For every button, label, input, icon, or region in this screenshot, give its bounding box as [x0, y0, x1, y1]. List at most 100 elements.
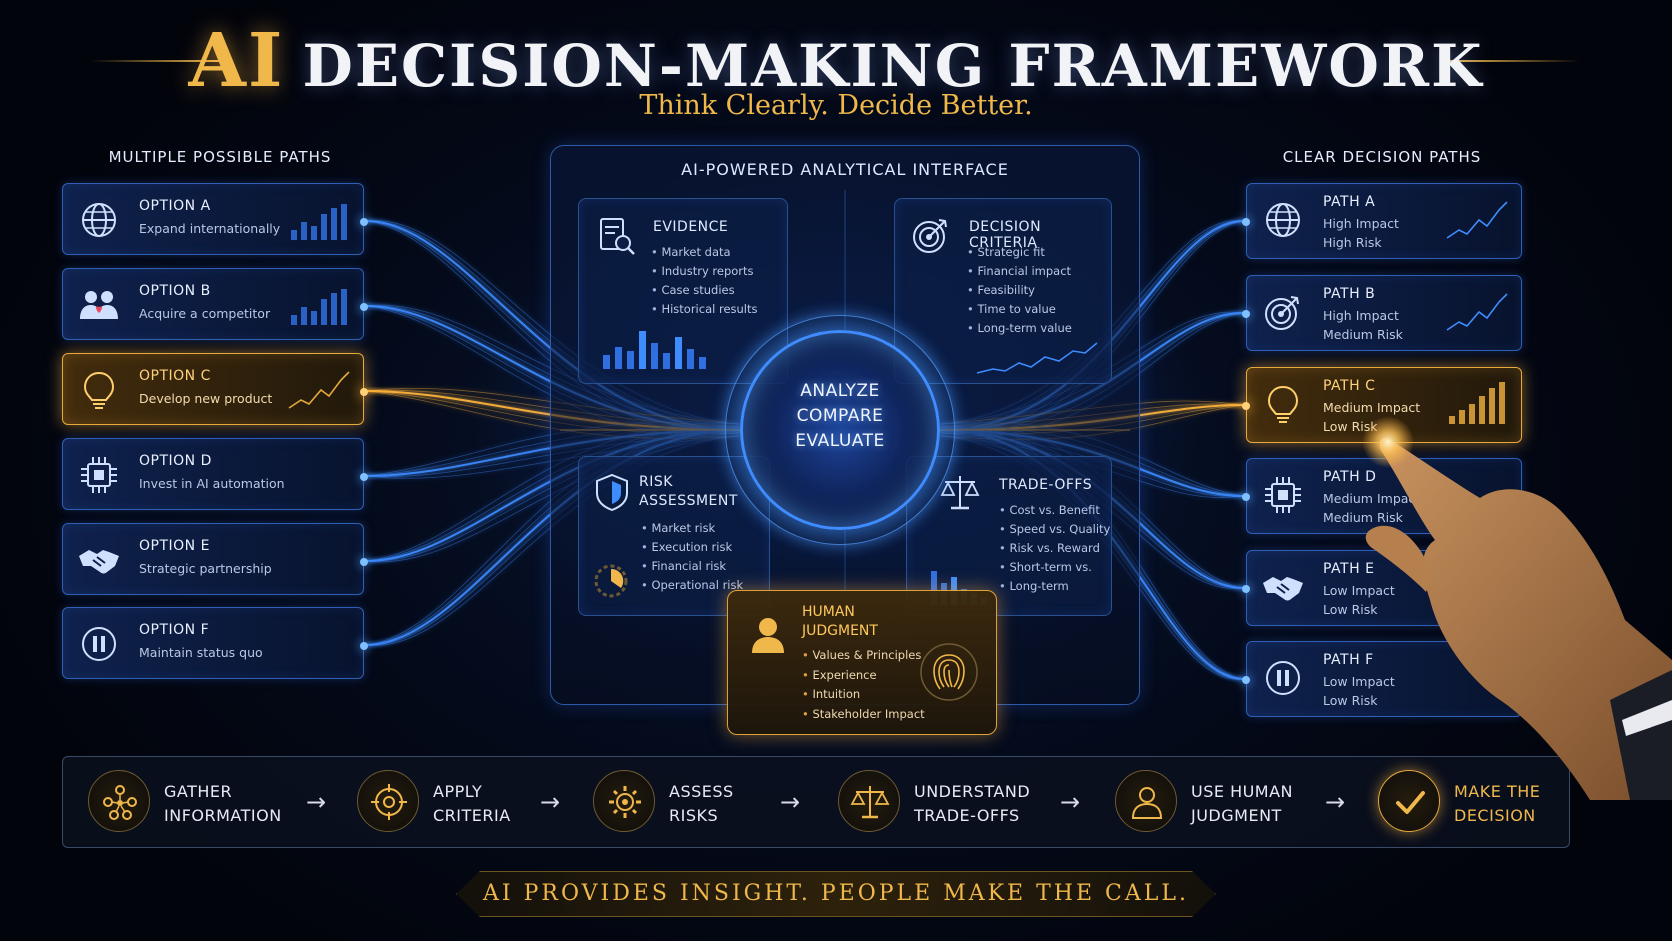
- network-icon: [103, 785, 137, 820]
- title-accent: AI: [188, 18, 285, 104]
- process-step: ASSESS RISKS: [593, 770, 813, 834]
- criteria-list: Strategic fit Financial impact Feasibili…: [967, 243, 1072, 338]
- human-item: Intuition: [802, 685, 925, 705]
- fingerprint-icon: [920, 643, 978, 701]
- option-title: OPTION E: [139, 538, 210, 554]
- human-item: Values & Principles: [802, 646, 925, 666]
- option-description: Develop new product: [139, 391, 273, 406]
- path-title: PATH E: [1323, 561, 1375, 577]
- hub-label: ANALYZE COMPARE EVALUATE: [740, 379, 940, 454]
- criteria-item: Time to value: [967, 300, 1072, 319]
- connector-dot: [1242, 218, 1250, 226]
- criteria-line-graphic: [976, 342, 1098, 374]
- connector-dot: [1242, 676, 1250, 684]
- human-judgment-panel: HUMAN JUDGMENT Values & Principles Exper…: [727, 590, 997, 735]
- risk-heading-line1: RISK: [639, 474, 673, 490]
- tradeoffs-item: Cost vs. Benefit: [999, 501, 1110, 520]
- evidence-item: Case studies: [651, 281, 758, 300]
- tradeoffs-item: Long-term: [999, 577, 1110, 596]
- option-description: Maintain status quo: [139, 645, 263, 660]
- option-description: Acquire a competitor: [139, 306, 271, 321]
- mini-trend-graphic: [1446, 201, 1508, 239]
- path-title: PATH D: [1323, 469, 1377, 485]
- evidence-list: Market data Industry reports Case studie…: [651, 243, 758, 319]
- tagline-banner: [456, 871, 1216, 917]
- connector-dot: [360, 642, 368, 650]
- step-icon-circle: [1378, 770, 1440, 832]
- step-label-line2: TRADE-OFFS: [914, 806, 1020, 825]
- option-card-c[interactable]: OPTION C Develop new product: [62, 353, 368, 425]
- step-arrow: →: [780, 788, 801, 816]
- evidence-heading: EVIDENCE: [653, 219, 729, 235]
- path-title: PATH A: [1323, 194, 1376, 210]
- option-title: OPTION A: [139, 198, 211, 214]
- option-card-f[interactable]: OPTION F Maintain status quo: [62, 607, 368, 679]
- page-subtitle: Think Clearly. Decide Better.: [639, 90, 1033, 121]
- step-label-line1: UNDERSTAND: [914, 782, 1031, 801]
- hub-line-analyze: ANALYZE: [800, 381, 880, 401]
- step-label-line2: INFORMATION: [164, 806, 282, 825]
- step-icon-circle: [838, 770, 900, 832]
- pause-icon: [1266, 661, 1300, 695]
- step-label: UNDERSTAND TRADE-OFFS: [914, 780, 1030, 828]
- step-label-line2: CRITERIA: [433, 806, 511, 825]
- people-icon: [80, 291, 118, 319]
- decision-criteria-panel: DECISION CRITERIA Strategic fit Financia…: [894, 198, 1112, 384]
- human-heading-line1: HUMAN: [802, 604, 855, 620]
- risk-list: Market risk Execution risk Financial ris…: [641, 519, 743, 595]
- person-icon: [1131, 787, 1163, 819]
- option-title: OPTION D: [139, 453, 212, 469]
- path-risk: Medium Risk: [1323, 327, 1403, 342]
- option-description: Strategic partnership: [139, 561, 272, 576]
- human-item: Stakeholder Impact: [802, 705, 924, 725]
- path-risk: Low Risk: [1323, 419, 1378, 434]
- right-column-heading: CLEAR DECISION PATHS: [1282, 148, 1482, 166]
- connector-dot: [360, 558, 368, 566]
- path-risk: Medium Risk: [1323, 510, 1403, 525]
- risk-item: Market risk: [641, 519, 743, 538]
- mini-trend-graphic: [1446, 293, 1508, 331]
- human-heading: HUMAN JUDGMENT: [802, 603, 878, 641]
- step-icon-circle: [88, 770, 150, 832]
- target-icon: [1265, 296, 1299, 330]
- risk-heading: RISK ASSESSMENT: [639, 473, 738, 511]
- human-heading-line2: JUDGMENT: [802, 623, 878, 639]
- human-item: Experience: [802, 666, 925, 686]
- connector-dot: [360, 218, 368, 226]
- process-step: UNDERSTAND TRADE-OFFS: [838, 770, 1058, 834]
- interface-title: AI-POWERED ANALYTICAL INTERFACE: [681, 160, 1009, 179]
- option-title: OPTION F: [139, 622, 210, 638]
- globe-icon: [1266, 203, 1300, 237]
- step-label: ASSESS RISKS: [669, 780, 734, 828]
- option-title: OPTION C: [139, 368, 211, 384]
- hub-line-evaluate: EVALUATE: [795, 431, 885, 451]
- tradeoffs-list: Cost vs. Benefit Speed vs. Quality Risk …: [999, 501, 1110, 596]
- step-icon-circle: [593, 770, 655, 832]
- path-title: PATH F: [1323, 652, 1374, 668]
- evidence-item: Historical results: [651, 300, 757, 319]
- hub-outer-ring: [725, 315, 955, 545]
- criteria-item: Financial impact: [967, 262, 1072, 281]
- criteria-item: Feasibility: [967, 281, 1072, 300]
- step-label-line1: ASSESS: [669, 782, 734, 801]
- globe-icon: [82, 203, 116, 237]
- mini-trend-graphic: [288, 371, 350, 409]
- option-card-e[interactable]: OPTION E Strategic partnership: [62, 523, 368, 595]
- path-impact: High Impact: [1323, 308, 1399, 323]
- person-icon: [752, 618, 784, 653]
- tradeoffs-item: Short-term vs.: [999, 558, 1110, 577]
- criteria-item: Strategic fit: [967, 243, 1072, 262]
- step-label-line2: RISKS: [669, 806, 719, 825]
- mini-bar-graphic: [1449, 382, 1505, 424]
